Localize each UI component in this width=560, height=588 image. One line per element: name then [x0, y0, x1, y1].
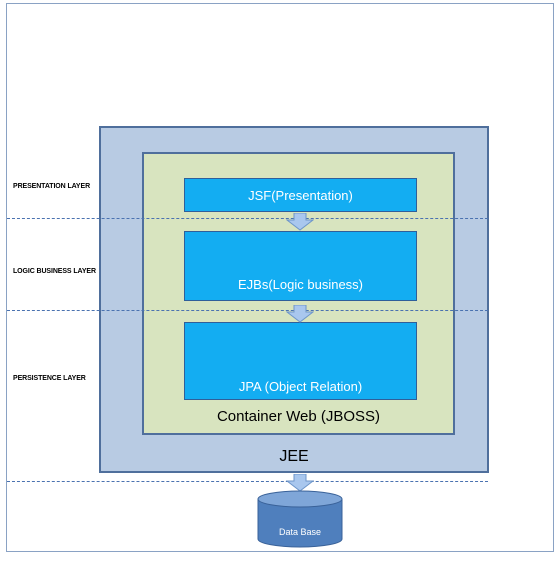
down-arrow-icon [286, 213, 314, 231]
layer-divider [7, 310, 488, 311]
database-label-line2: Server [286, 559, 314, 569]
jpa-label: JPA (Object Relation) [238, 379, 363, 394]
logic-business-layer-label: LOGIC BUSINESS LAYER [13, 268, 96, 275]
database-icon [257, 490, 343, 548]
database-label: Data Base Server [257, 508, 343, 588]
jee-label: JEE [279, 448, 309, 465]
layer-divider [7, 218, 488, 219]
database-label-line1: Data Base [278, 527, 322, 537]
jsf-label: JSF(Presentation) [248, 187, 353, 203]
down-arrow-icon [286, 474, 314, 492]
presentation-layer-label: PRESENTATION LAYER [13, 183, 91, 190]
ejb-logic-box: EJBs(Logic business) [184, 231, 417, 301]
layer-divider [7, 481, 488, 482]
ejb-label: EJBs(Logic business) [238, 277, 363, 292]
container-web-label: Container Web (JBOSS) [216, 408, 381, 425]
down-arrow-icon [286, 305, 314, 323]
jpa-persistence-box: JPA (Object Relation) [184, 322, 417, 400]
persistence-layer-label: PERSISTENCE LAYER [13, 375, 86, 382]
jsf-presentation-box: JSF(Presentation) [184, 178, 417, 212]
